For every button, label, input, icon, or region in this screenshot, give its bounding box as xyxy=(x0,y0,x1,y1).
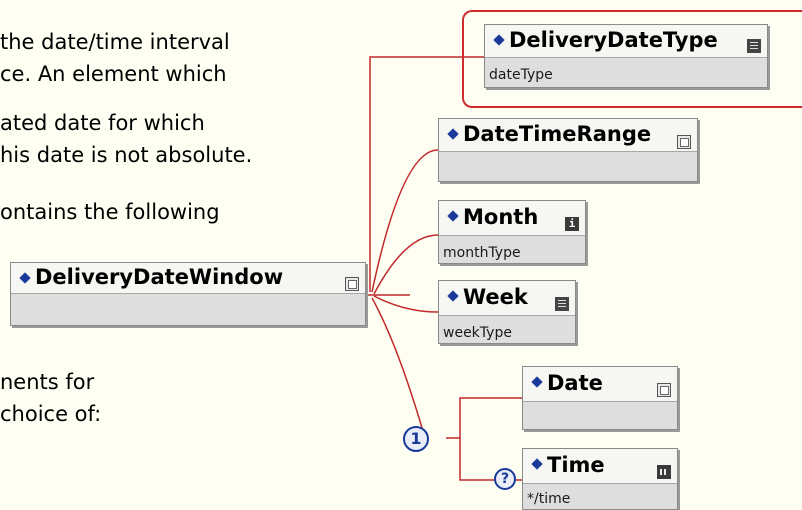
node-title: DateTimeRange xyxy=(463,122,652,146)
description-line: the date/time interval xyxy=(0,30,230,54)
node-type-label: weekType xyxy=(443,325,512,341)
element-diamond-icon xyxy=(447,290,459,302)
complex-type-icon xyxy=(677,135,691,149)
choice-count-label: 1 xyxy=(410,429,422,448)
optional-marker-icon: ? xyxy=(494,468,516,490)
description-line: choice of: xyxy=(0,402,102,426)
node-header: Week xyxy=(439,281,575,316)
element-diamond-icon xyxy=(447,128,459,140)
node-header: DateTimeRange xyxy=(439,119,697,152)
choice-compositor-icon[interactable]: 1 xyxy=(403,426,429,452)
element-node-deliverydatewindow[interactable]: DeliveryDateWindow xyxy=(10,262,366,326)
node-title: DeliveryDateWindow xyxy=(35,265,284,289)
complex-type-icon xyxy=(345,277,359,291)
node-header: Date xyxy=(523,367,677,402)
element-diamond-icon xyxy=(531,458,543,470)
element-node-deliverydatetype[interactable]: DeliveryDateType dateType xyxy=(484,24,768,88)
node-title: Time xyxy=(547,453,605,477)
node-header: DeliveryDateWindow xyxy=(11,263,365,294)
element-node-week[interactable]: Week weekType xyxy=(438,280,576,344)
info-icon: i xyxy=(565,217,579,231)
complex-type-icon xyxy=(657,383,671,397)
optional-marker-label: ? xyxy=(500,471,510,487)
connector-date xyxy=(459,397,522,438)
connector-group xyxy=(368,56,522,481)
selection-highlight xyxy=(462,10,802,108)
connector-week xyxy=(373,295,439,313)
node-header: DeliveryDateType xyxy=(485,25,767,58)
connector-choice xyxy=(371,297,426,439)
element-node-month[interactable]: Month i monthType xyxy=(438,200,586,264)
element-diamond-icon xyxy=(493,34,505,46)
element-node-datetimerange[interactable]: DateTimeRange xyxy=(438,118,698,182)
element-diamond-icon xyxy=(531,376,543,388)
time-type-icon xyxy=(657,465,671,479)
description-line: ontains the following xyxy=(0,200,220,224)
node-header: Month i xyxy=(439,201,585,236)
node-title: Week xyxy=(463,285,528,309)
node-title: DeliveryDateType xyxy=(509,28,718,52)
description-line: ated date for which xyxy=(0,111,205,135)
node-title: Month xyxy=(463,205,539,229)
element-node-time[interactable]: Time */time xyxy=(522,448,678,510)
node-title: Date xyxy=(547,371,603,395)
element-diamond-icon xyxy=(447,210,459,222)
node-type-label: monthType xyxy=(443,245,521,261)
connector-time xyxy=(459,438,494,481)
simple-type-icon xyxy=(555,297,569,311)
element-node-date[interactable]: Date xyxy=(522,366,678,430)
connector-deliverydatetype xyxy=(369,56,484,292)
connector-datetimerange xyxy=(371,149,439,293)
node-type-label: dateType xyxy=(489,67,553,83)
description-line: his date is not absolute. xyxy=(0,143,253,167)
simple-type-icon xyxy=(747,39,761,53)
description-line: nents for xyxy=(0,370,95,394)
element-diamond-icon xyxy=(19,272,31,284)
node-header: Time xyxy=(523,449,677,484)
node-type-label: */time xyxy=(527,491,571,507)
connector-month xyxy=(373,234,439,295)
description-line: ce. An element which xyxy=(0,62,227,86)
